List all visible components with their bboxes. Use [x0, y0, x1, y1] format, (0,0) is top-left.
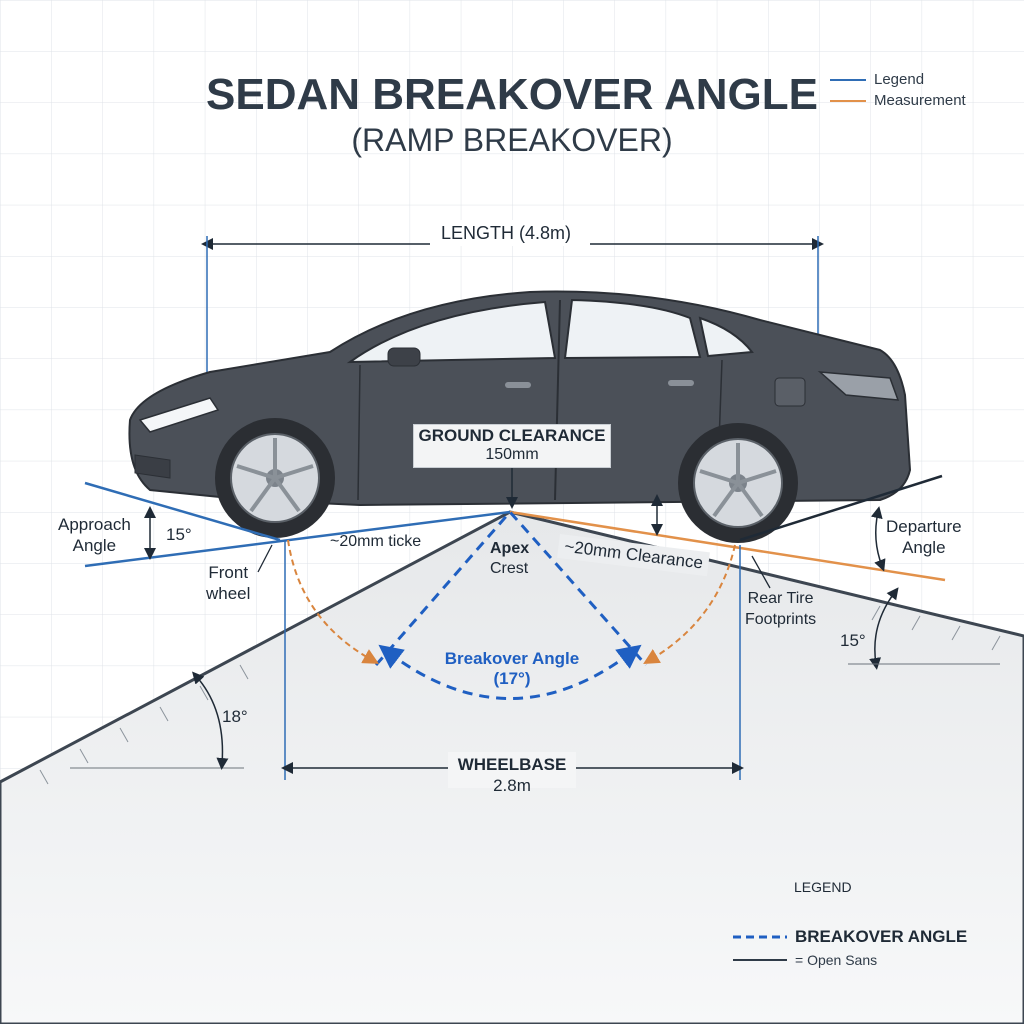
- rear-wheel: [678, 423, 798, 543]
- crest-label: Crest: [490, 560, 529, 577]
- legend-item-breakover: BREAKOVER ANGLE: [733, 927, 967, 947]
- apex-label: Apex: [490, 540, 530, 557]
- wheelbase-label-bg: [448, 752, 576, 788]
- front-wheel: [215, 418, 335, 538]
- length-label-bg: [430, 220, 590, 246]
- approach-angle-value: 15°: [166, 525, 192, 544]
- legend-dashed-swatch: [733, 935, 787, 939]
- approach-angle-label: Approach Angle: [58, 515, 131, 555]
- legend-blue-swatch: [830, 78, 866, 81]
- approach-line-upper: [84, 481, 281, 542]
- legend-solid-swatch: [733, 959, 787, 961]
- rear-orange-arc: [643, 544, 736, 665]
- breakover-angle-label: Breakover Angle: [444, 649, 580, 668]
- departure-angle-label: Departure Angle: [886, 517, 962, 557]
- departure-angle-value: 15°: [840, 631, 866, 650]
- ground-clearance-box: GROUND CLEARANCE 150mm: [413, 424, 611, 468]
- departure-15-arc: [869, 587, 899, 670]
- length-label: LENGTH (4.8m): [441, 223, 572, 243]
- rear-tire-leader: [751, 555, 771, 589]
- front-orange-arc: [287, 539, 379, 664]
- diagram-subtitle: (RAMP BREAKOVER): [351, 122, 673, 158]
- ramp-angle-arc: [192, 671, 229, 770]
- ground-clearance-title: GROUND CLEARANCE: [418, 426, 606, 445]
- wheelbase-value: 2.8m: [493, 776, 531, 795]
- legend-top-item-measurement: Measurement: [830, 92, 966, 109]
- front-wheel-label: Front wheel: [206, 563, 251, 603]
- ground-clearance-value: 150mm: [485, 446, 539, 463]
- legend-bottom-label: = Open Sans: [795, 952, 878, 968]
- rear-tire-label: Rear Tire Footprints: [745, 590, 817, 628]
- wheelbase-label: WHEELBASE: [457, 755, 567, 774]
- legend-top-label: Legend: [874, 71, 925, 88]
- breakover-angle-arc: [378, 644, 642, 700]
- legend-top-item-legend: Legend: [830, 71, 924, 88]
- legend-bottom-title: LEGEND: [794, 879, 852, 895]
- ramp-angle-value: 18°: [222, 707, 248, 726]
- departure-line-upper: [739, 474, 943, 542]
- legend-orange-swatch: [830, 99, 866, 102]
- front-wheel-leader: [257, 544, 273, 573]
- diagram-title: SEDAN BREAKOVER ANGLE: [206, 70, 818, 119]
- legend-top-label: Measurement: [874, 92, 966, 109]
- front-clearance-label: ~20mm ticke: [330, 533, 422, 550]
- legend-item-solid: = Open Sans: [733, 952, 877, 968]
- legend-bottom-label: BREAKOVER ANGLE: [795, 927, 968, 946]
- breakover-angle-value: (17°): [493, 669, 531, 688]
- departure-angle-arrow: [870, 506, 886, 572]
